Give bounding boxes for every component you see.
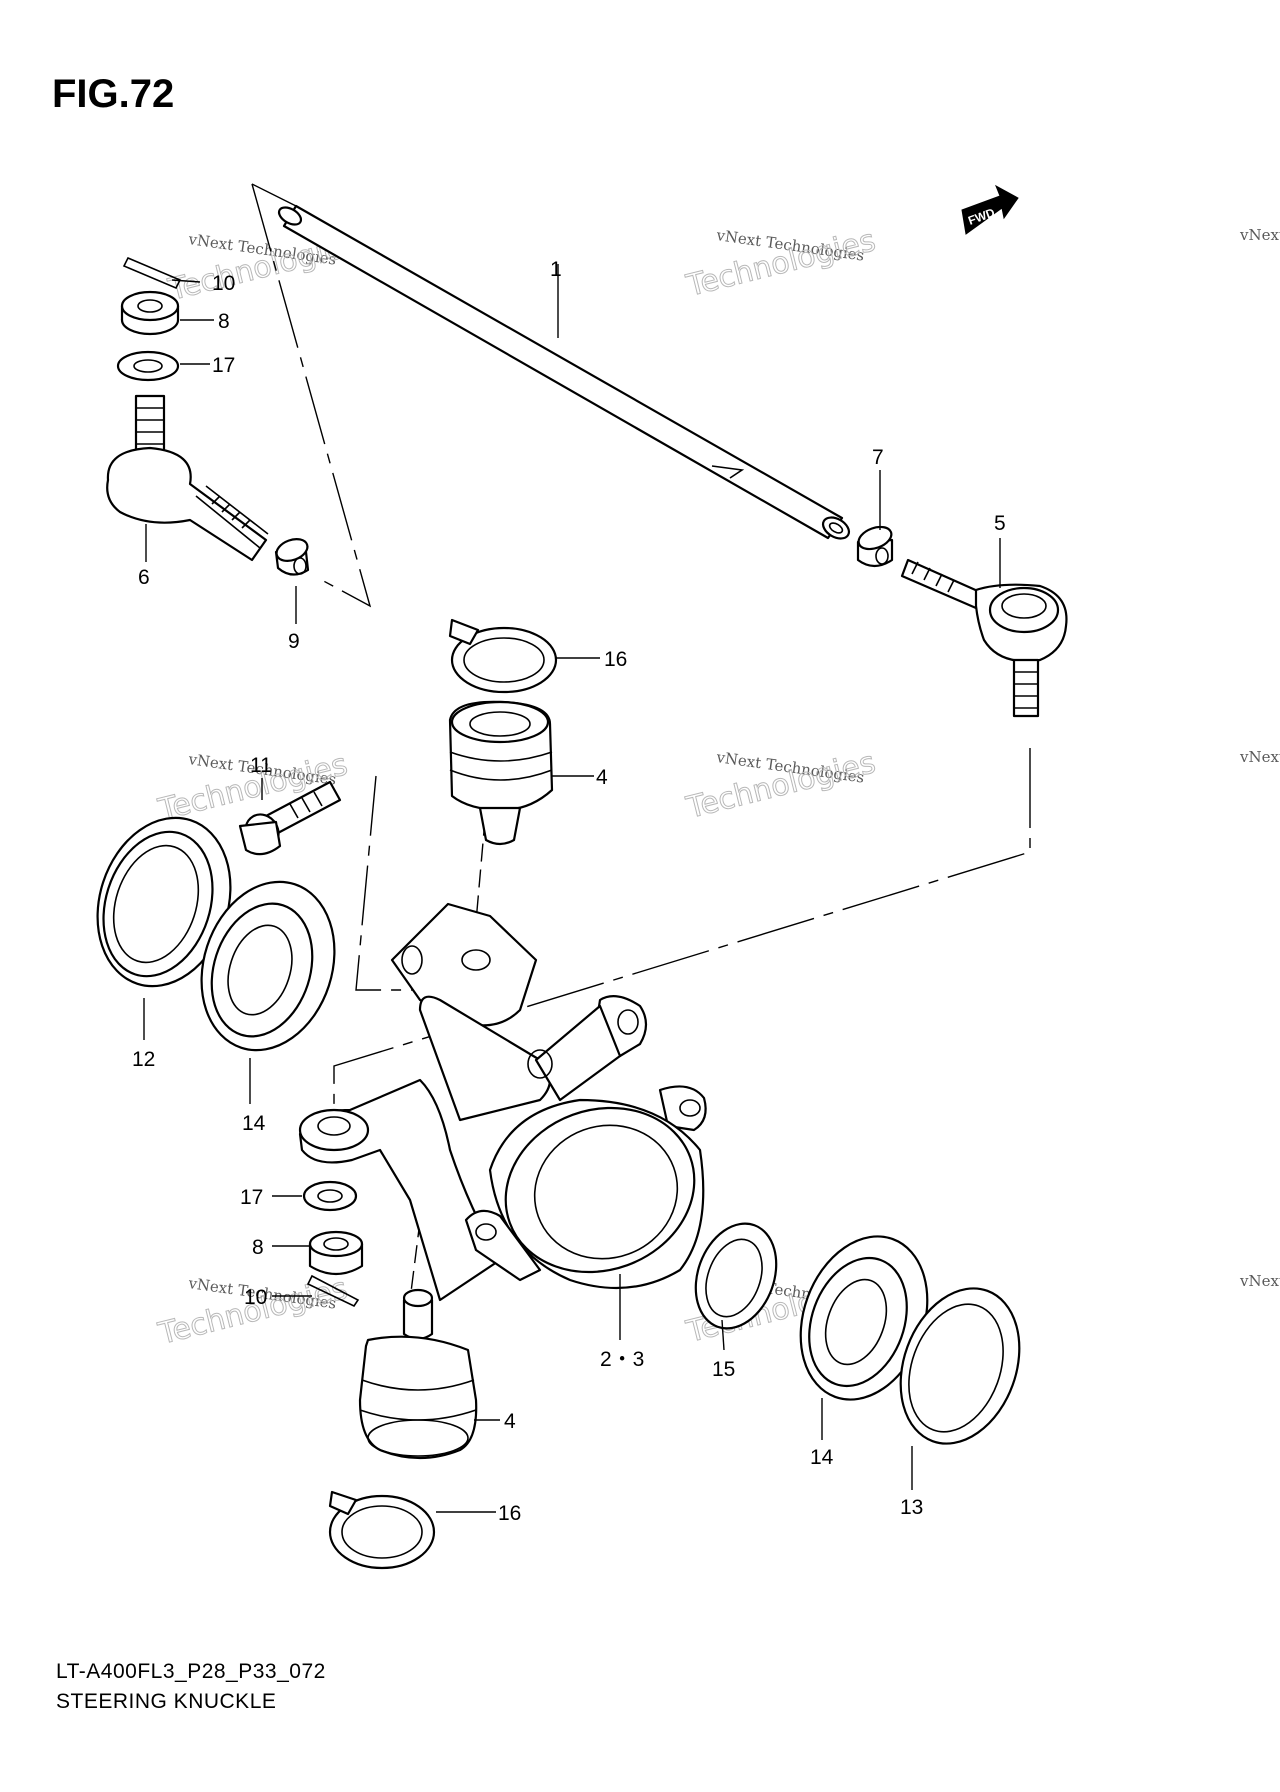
callout-6: 6 [138,566,150,589]
nut-icon [856,525,894,568]
callout-14: 14 [242,1112,266,1135]
watermark-text: vNext [1239,226,1280,244]
callout-14: 14 [810,1446,834,1469]
diagram-name: STEERING KNUCKLE [56,1690,277,1713]
washer-icon [302,1180,358,1212]
cotter-pin-icon [306,1274,360,1308]
washer-icon [116,350,180,382]
callout-10: 10 [212,272,235,295]
tie-rod-end-right [900,558,1068,718]
callout-17: 17 [240,1186,263,1209]
leader-lines [143,264,1001,1513]
circlip-icon [448,618,558,694]
callout-8: 8 [218,310,230,333]
steering-knuckle [298,902,707,1302]
callout-11: 11 [250,754,272,777]
watermark-text: vNext [1239,1272,1280,1290]
ball-joint-lower [358,1288,478,1460]
castle-nut-icon [308,1230,364,1276]
callout-5: 5 [994,512,1006,535]
callout-1: 1 [550,258,562,281]
callout-8: 8 [252,1236,264,1259]
bearing-icon [799,1235,929,1401]
oil-seal-icon [96,816,232,988]
spacer-icon [694,1222,778,1330]
callout-12: 12 [132,1048,155,1071]
circlip-icon [328,1490,436,1570]
tie-rod [277,204,851,540]
castle-nut-icon [120,290,180,336]
callout-15: 15 [712,1358,735,1381]
tie-rod-end-left [106,394,269,562]
callout-4: 4 [504,1410,516,1433]
ball-joint-upper [448,700,554,846]
bolt-icon [238,780,342,856]
callout-labels: 1 10 8 17 6 9 7 5 16 4 11 12 14 17 8 10 … [132,258,1006,1525]
callout-2-3: 2・3 [600,1348,644,1371]
callout-17: 17 [212,354,235,377]
watermark-text: vNext [1239,748,1280,766]
bearing-icon [200,880,336,1052]
callout-16: 16 [498,1502,521,1525]
figure-title: FIG.72 [52,72,175,116]
cotter-pin-icon [122,256,182,290]
nut-icon [274,538,310,576]
diagram-code: LT-A400FL3_P28_P33_072 [56,1660,326,1683]
fwd-arrow-icon: FWD [961,184,1019,235]
callout-7: 7 [872,446,884,469]
callout-4: 4 [596,766,608,789]
callout-16: 16 [604,648,627,671]
callout-9: 9 [288,630,300,653]
oil-seal-icon [899,1287,1021,1445]
callout-10: 10 [244,1286,267,1309]
callout-13: 13 [900,1496,923,1519]
